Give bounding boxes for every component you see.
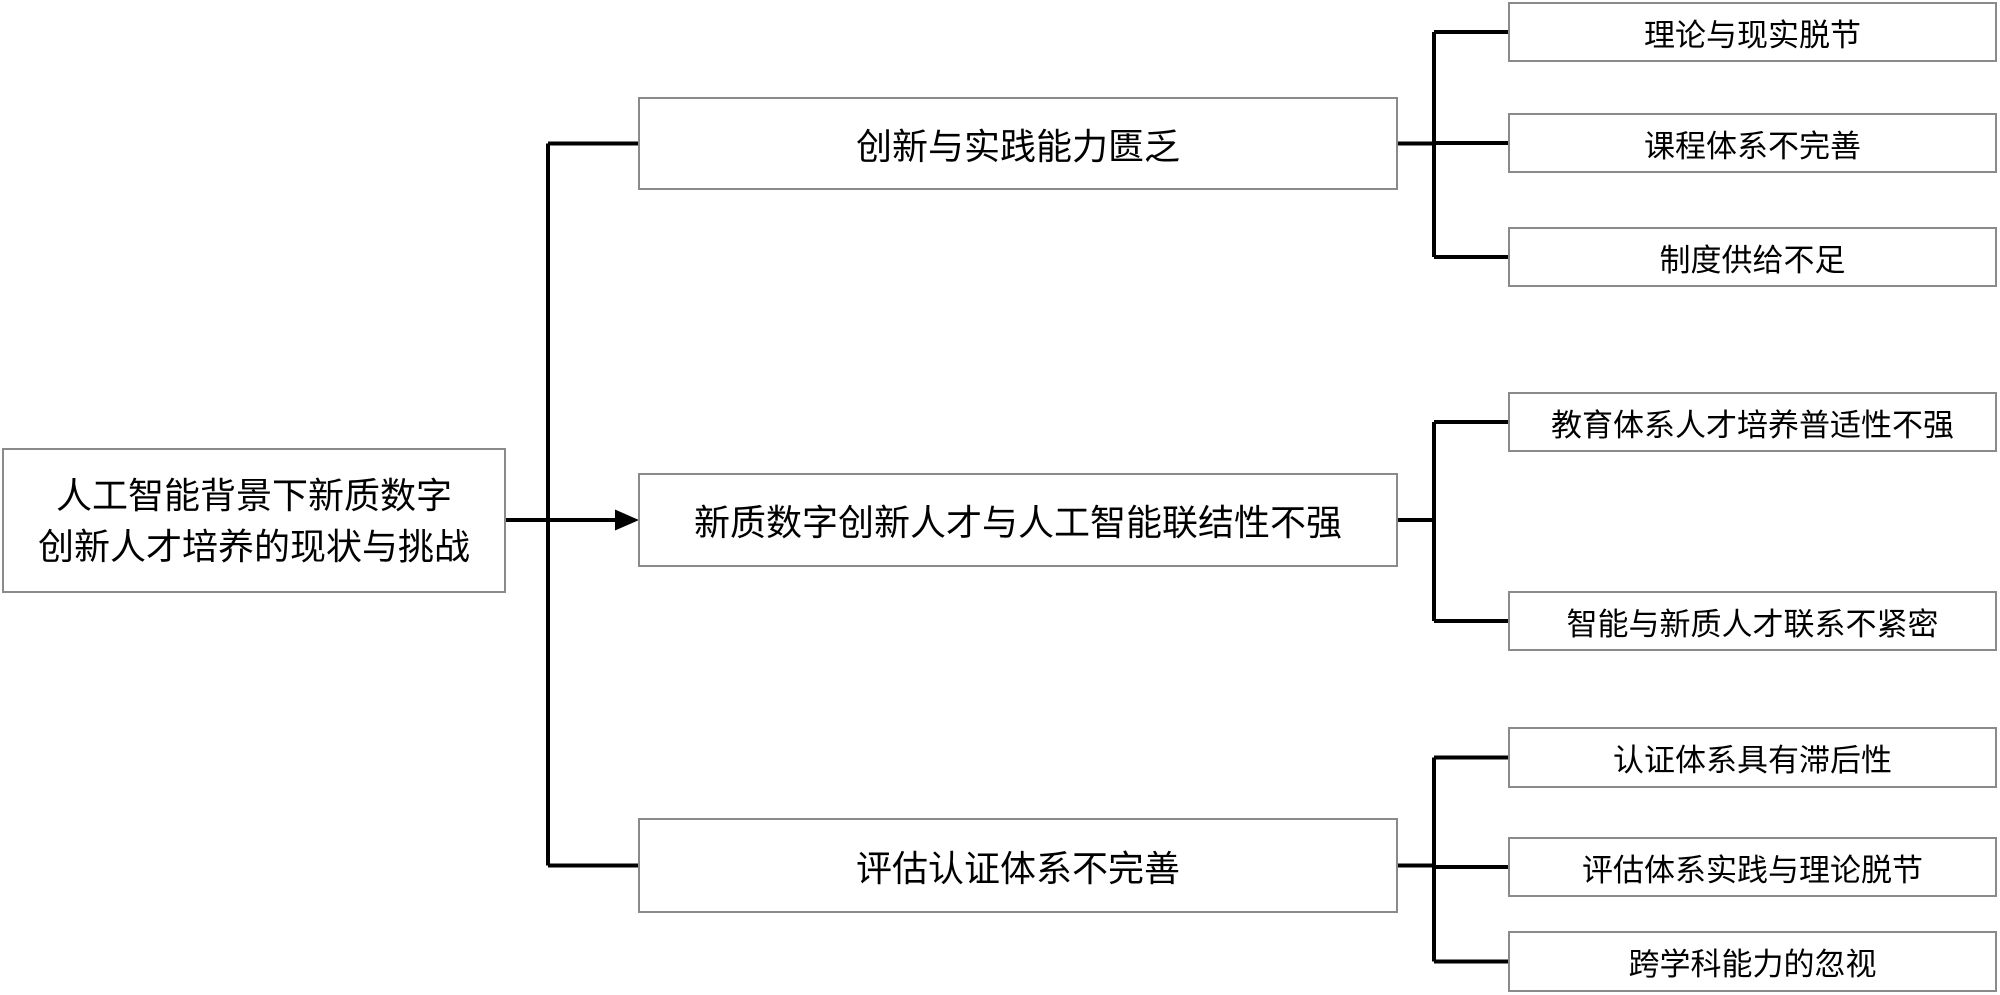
- leaf-node-education-universality: 教育体系人才培养普适性不强: [1508, 392, 1997, 452]
- leaf-node-label: 课程体系不完善: [1644, 128, 1861, 164]
- root-node: 人工智能背景下新质数字 创新人才培养的现状与挑战: [2, 448, 506, 593]
- branch-node-label: 新质数字创新人才与人工智能联结性不强: [693, 502, 1342, 543]
- leaf-node-label: 认证体系具有滞后性: [1613, 743, 1892, 778]
- branch-node-label: 评估认证体系不完善: [855, 847, 1180, 889]
- leaf-node-evaluation-theory-gap: 评估体系实践与理论脱节: [1508, 837, 1997, 897]
- arrow-head-icon: [615, 509, 639, 531]
- root-node-label-line1: 人工智能背景下新质数字: [55, 474, 452, 516]
- leaf-node-theory-reality-gap: 理论与现实脱节: [1508, 2, 1997, 62]
- branch-node-evaluation-certification: 评估认证体系不完善: [638, 818, 1398, 913]
- branch-node-label: 创新与实践能力匮乏: [855, 125, 1180, 167]
- branch-node-innovation-practice: 创新与实践能力匮乏: [638, 97, 1398, 190]
- leaf-node-interdisciplinary-neglect: 跨学科能力的忽视: [1508, 931, 1997, 992]
- leaf-node-label: 评估体系实践与理论脱节: [1582, 852, 1923, 888]
- leaf-node-ai-talent-connection: 智能与新质人才联系不紧密: [1508, 591, 1997, 651]
- leaf-node-label: 理论与现实脱节: [1644, 17, 1861, 53]
- branch-node-ai-linkage: 新质数字创新人才与人工智能联结性不强: [638, 473, 1398, 567]
- root-node-label-line2: 创新人才培养的现状与挑战: [37, 525, 470, 567]
- leaf-node-label: 制度供给不足: [1659, 242, 1846, 278]
- leaf-node-curriculum-incomplete: 课程体系不完善: [1508, 113, 1997, 173]
- leaf-node-label: 智能与新质人才联系不紧密: [1566, 606, 1939, 642]
- leaf-node-institutional-supply: 制度供给不足: [1508, 227, 1997, 287]
- leaf-node-label: 教育体系人才培养普适性不强: [1551, 407, 1954, 443]
- leaf-node-certification-lag: 认证体系具有滞后性: [1508, 727, 1997, 788]
- leaf-node-label: 跨学科能力的忽视: [1628, 947, 1877, 982]
